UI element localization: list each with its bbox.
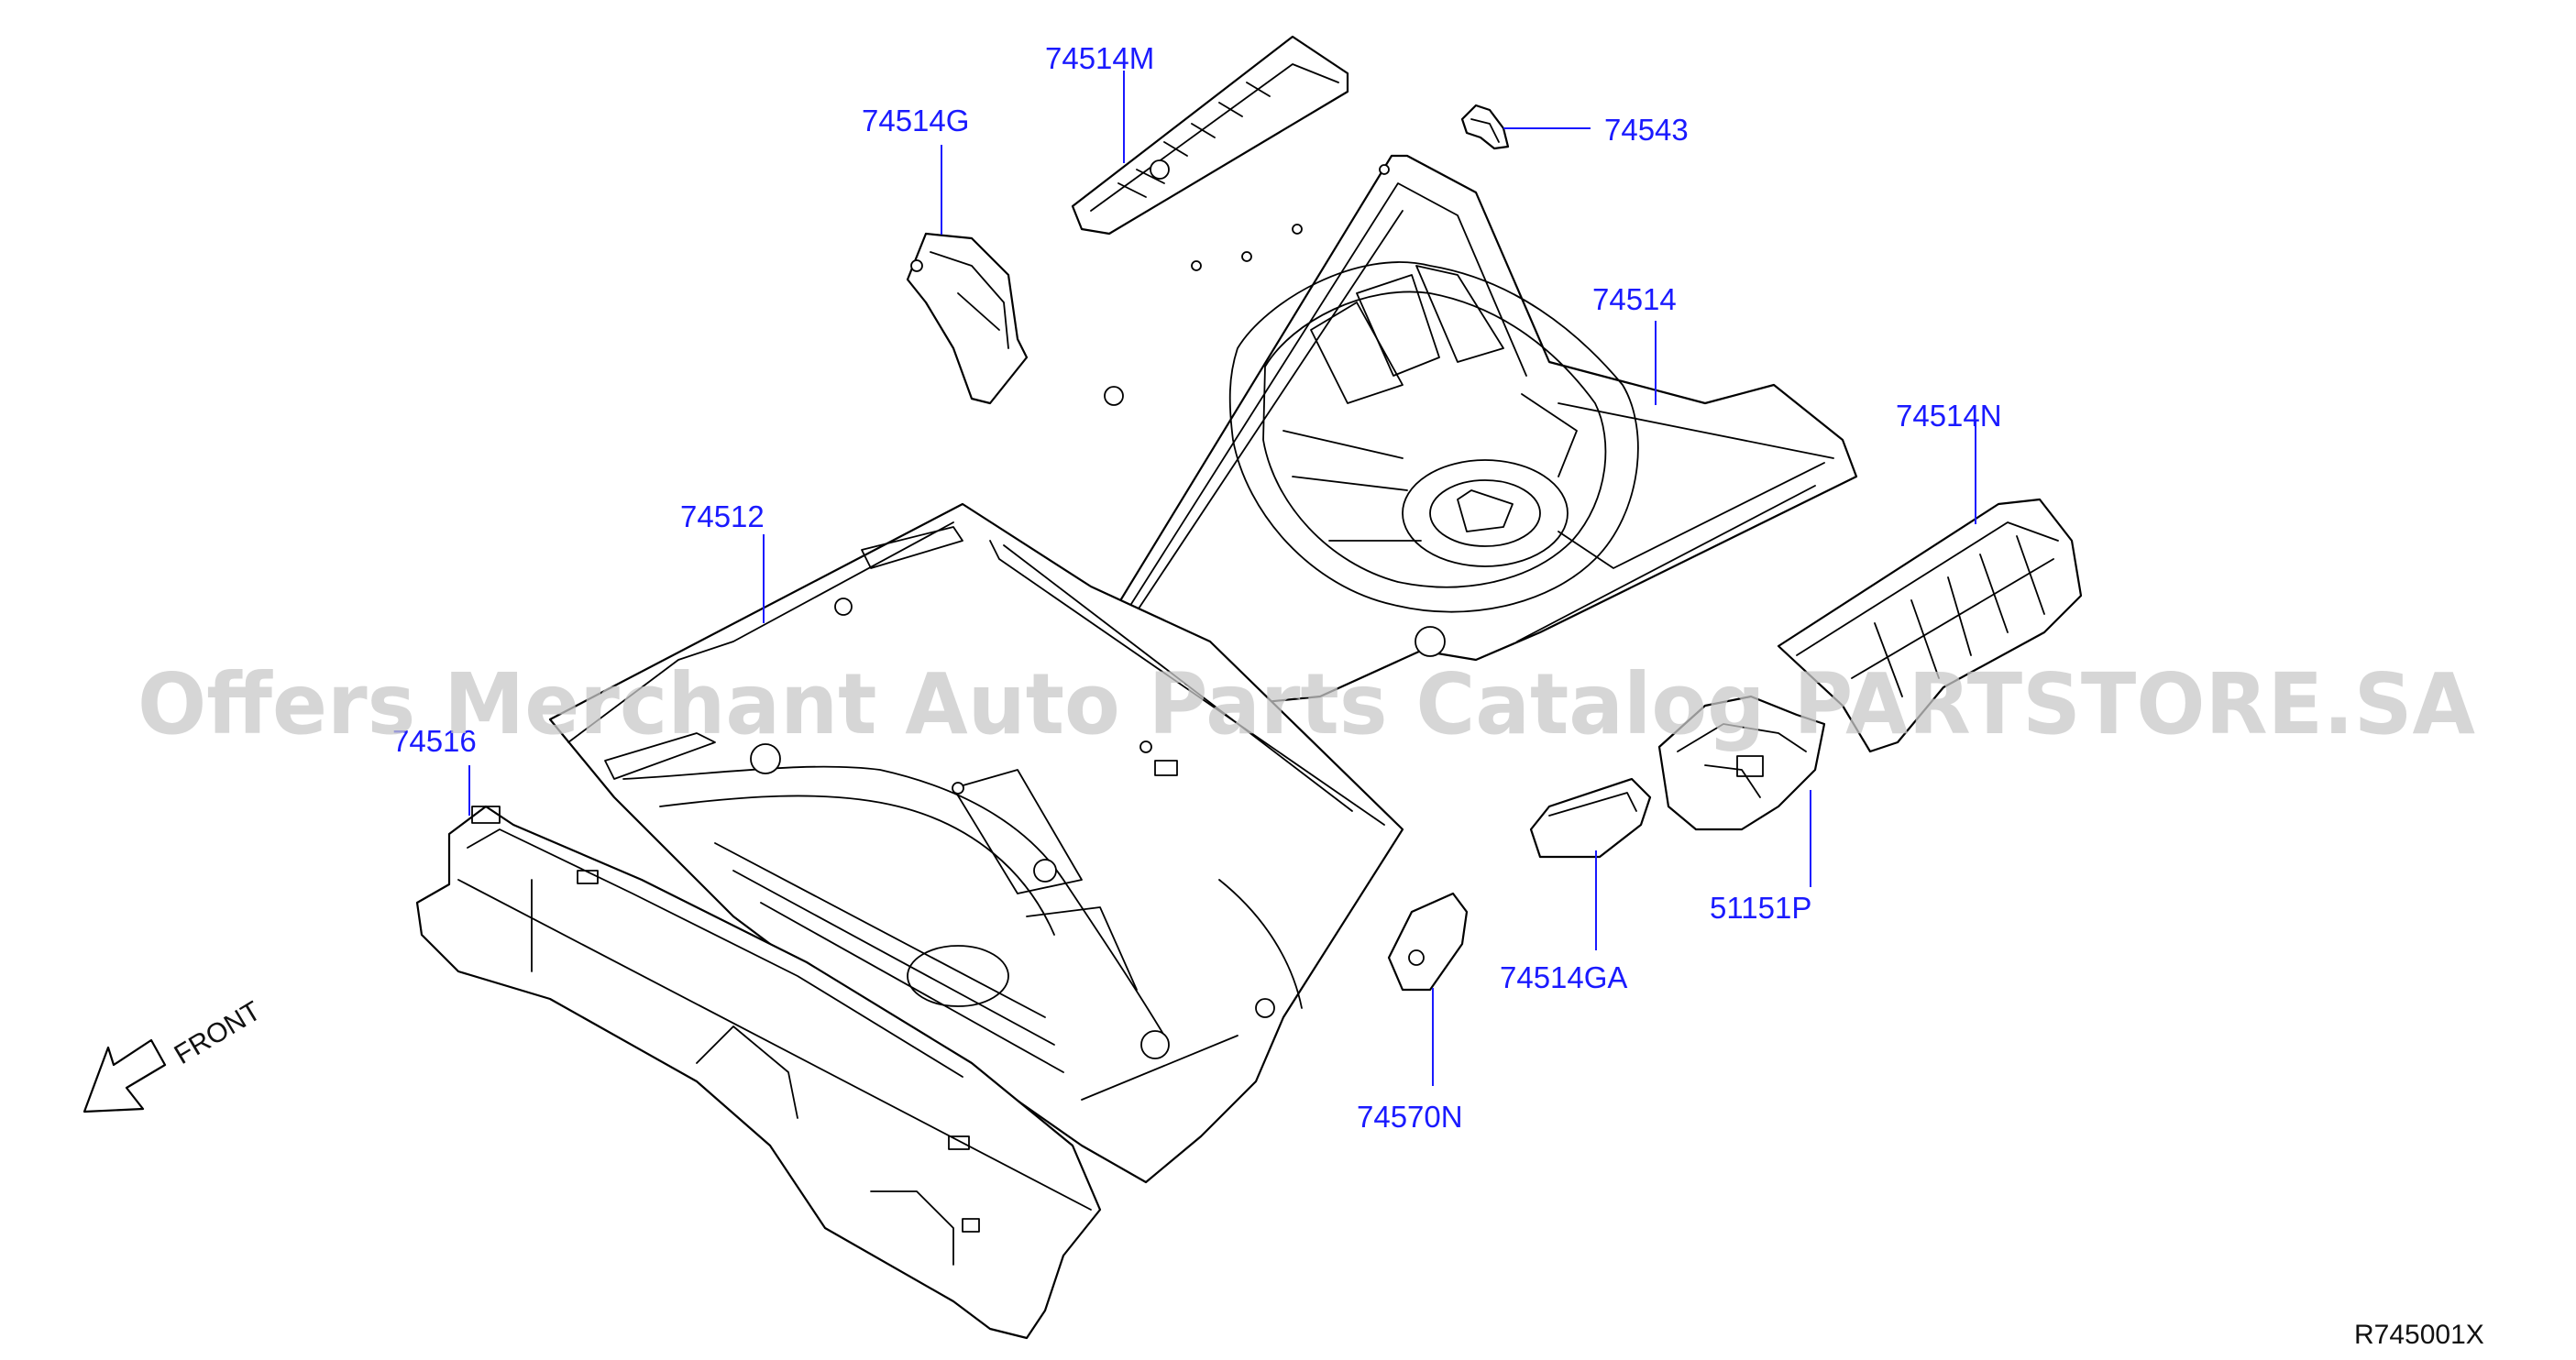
front-arrow-icon [83, 1038, 167, 1113]
plate-74570N-drawing [1387, 892, 1469, 992]
label-51151P[interactable]: 51151P [1710, 891, 1811, 925]
watermark-text: Offers Merchant Auto Parts Catalog PARTS… [138, 655, 2475, 753]
label-74516[interactable]: 74516 [392, 724, 477, 758]
label-74514GA[interactable]: 74514GA [1500, 960, 1627, 994]
label-74514M[interactable]: 74514M [1045, 41, 1154, 75]
bracket-74514G-drawing [906, 232, 1029, 405]
cross-member-74516-drawing [415, 805, 1102, 1340]
rear-floor-panel-drawing [1043, 154, 1858, 726]
label-74512[interactable]: 74512 [680, 499, 765, 533]
clip-74543-drawing [1460, 104, 1510, 150]
label-74543[interactable]: 74543 [1604, 113, 1689, 147]
rail-74514N-drawing [1777, 498, 2083, 753]
front-direction-label: FRONT [170, 995, 267, 1070]
plate-74514GA-drawing [1529, 777, 1652, 859]
front-floor-panel-drawing [548, 502, 1404, 1184]
bracket-74514M-drawing [1071, 35, 1349, 236]
label-74514N[interactable]: 74514N [1896, 399, 2002, 433]
label-74514G[interactable]: 74514G [862, 104, 969, 137]
label-74514[interactable]: 74514 [1592, 282, 1677, 316]
label-74570N[interactable]: 74570N [1357, 1100, 1463, 1134]
diagram-code: R745001X [2354, 1320, 2484, 1350]
bracket-51151P-drawing [1657, 695, 1826, 831]
